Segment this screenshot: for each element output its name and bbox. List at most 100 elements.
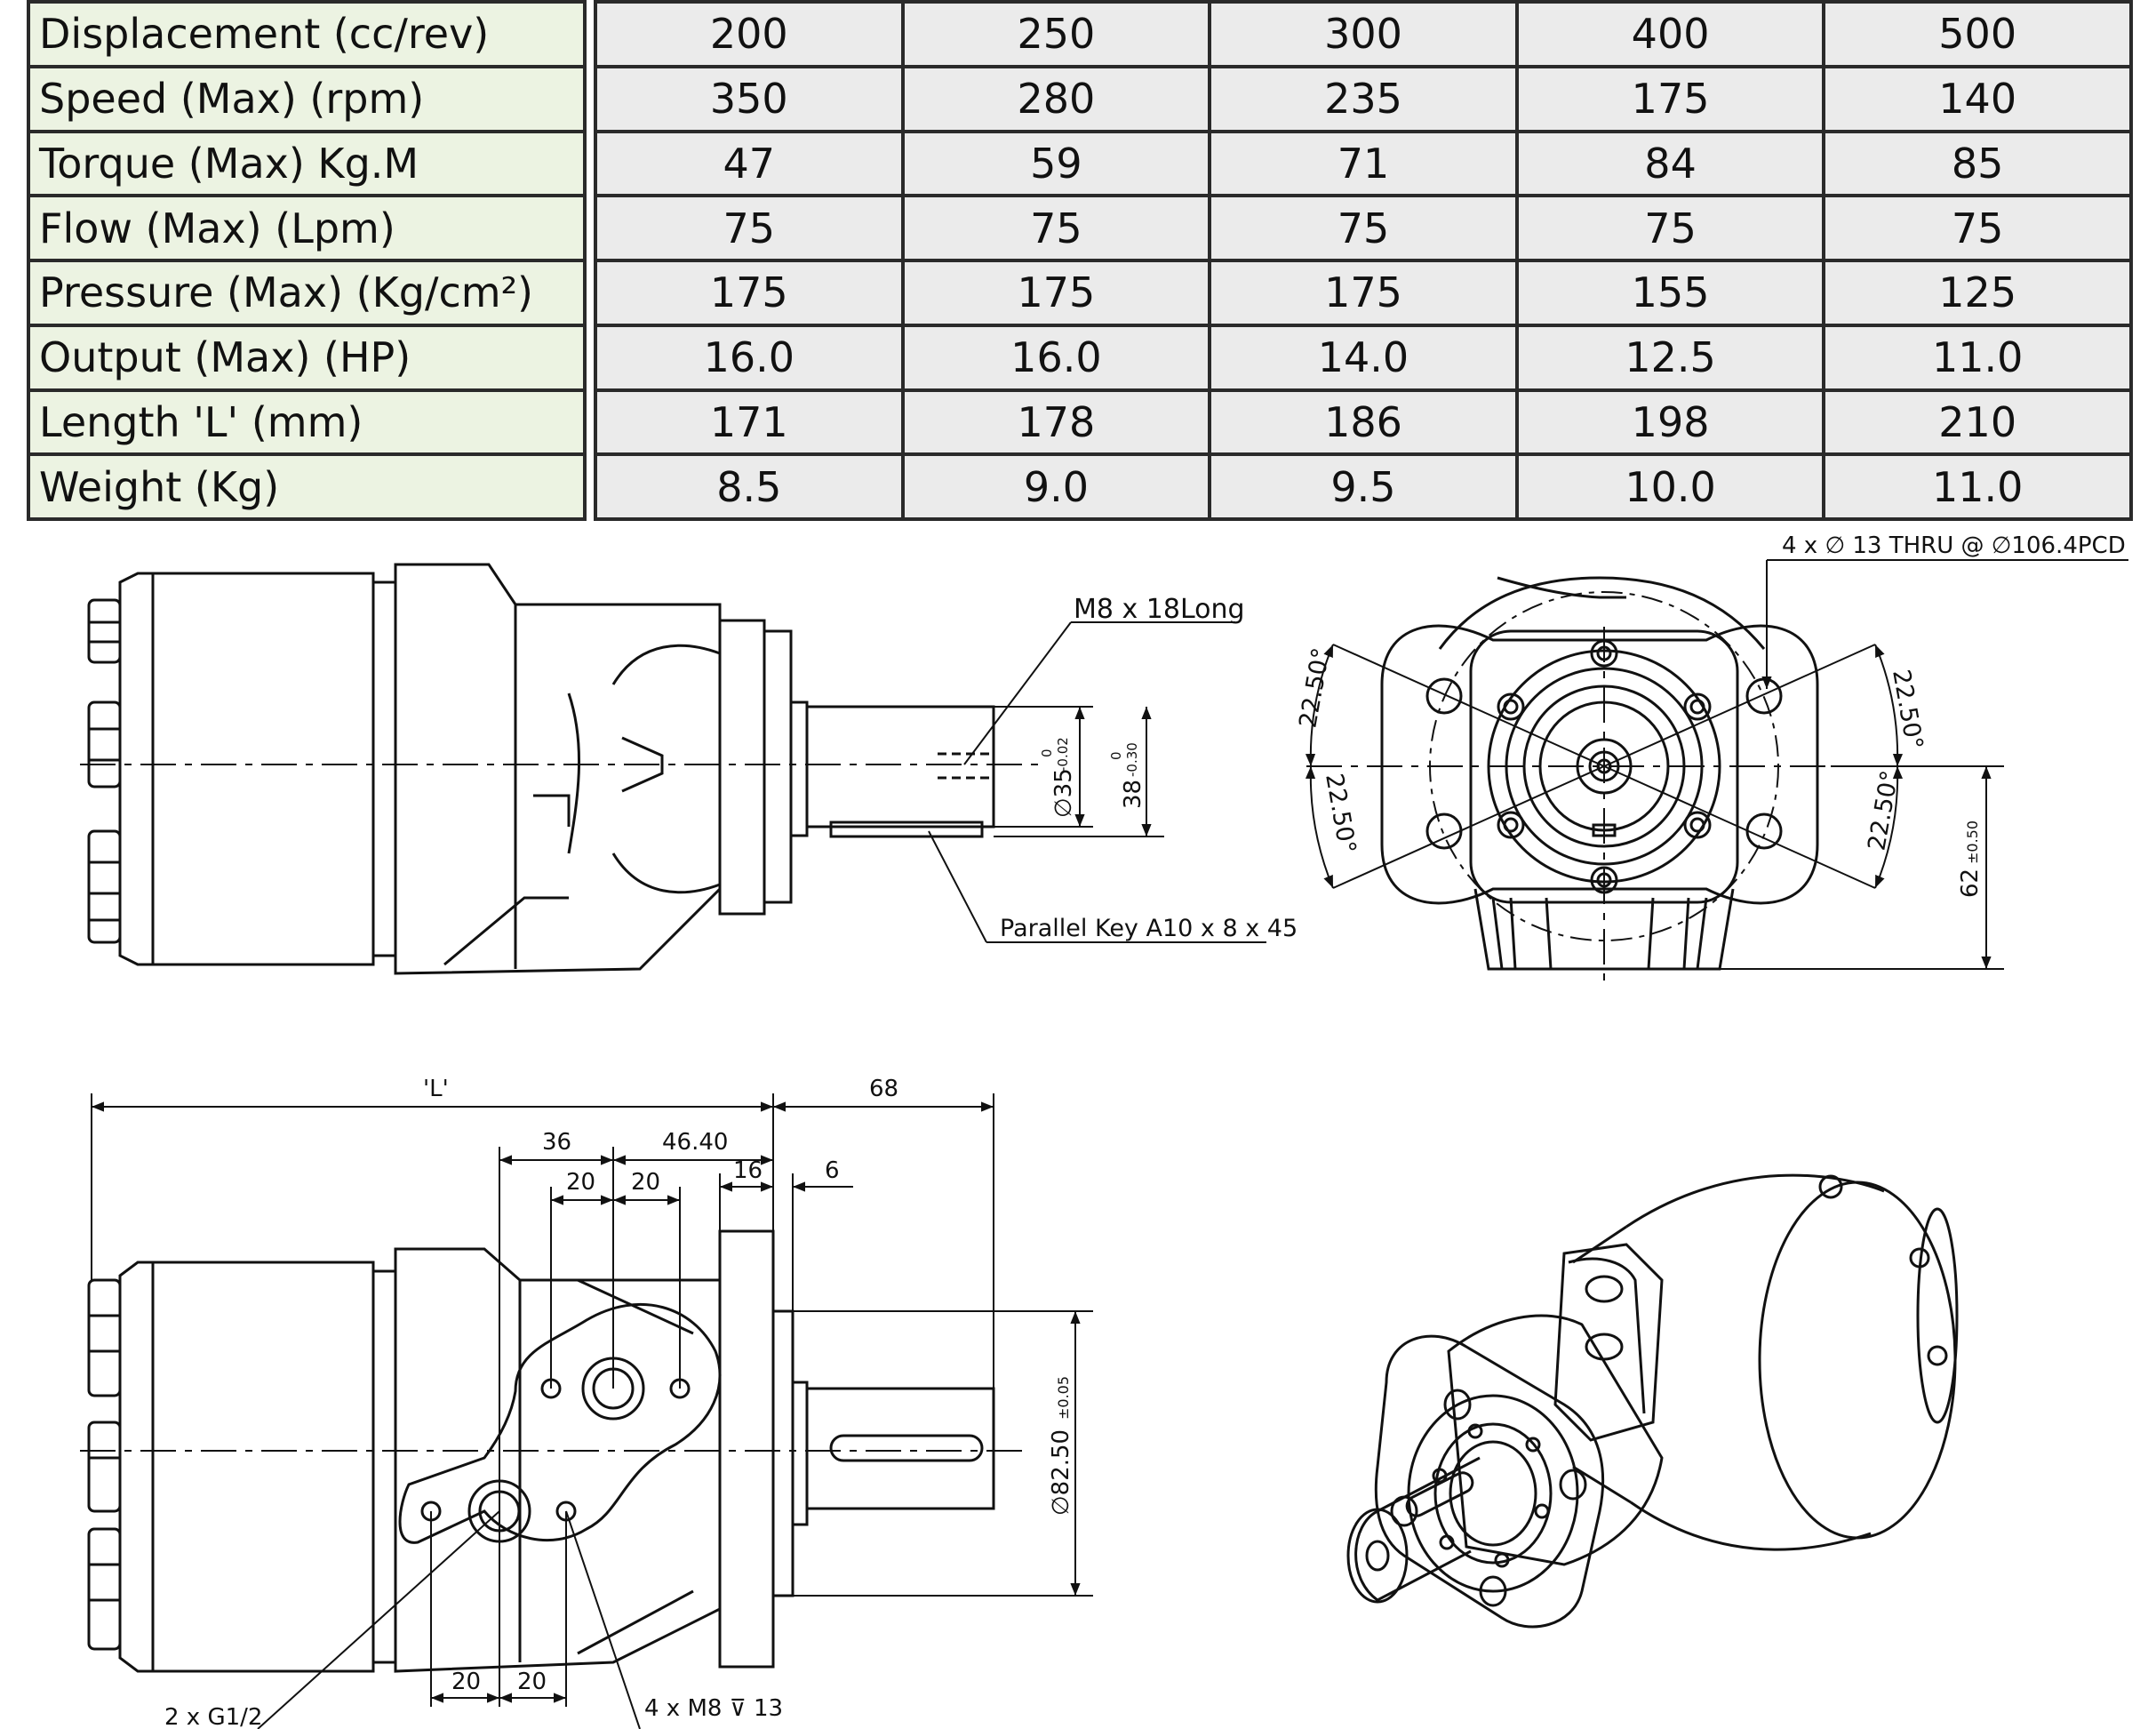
spec-cell: 400 [1514,0,1826,68]
spec-cell: 210 [1822,388,2133,457]
dim-20-a: 20 [566,1169,595,1196]
spec-cell: 75 [900,194,1212,262]
spec-cell: 85 [1822,129,2133,198]
dim-20-b: 20 [631,1169,660,1196]
spec-cell: 75 [1208,194,1519,262]
spec-cell: 186 [1208,388,1519,457]
spec-cell: 235 [1208,64,1519,133]
spec-cell: 140 [1822,64,2133,133]
svg-text:±0.05: ±0.05 [1055,1376,1072,1420]
spec-row-gap [585,260,595,325]
dim-20-d: 20 [517,1669,547,1695]
hole-note: 4 x ∅ 13 THRU @ ∅106.4PCD [1782,532,2126,559]
top-view [80,1093,1093,1729]
spec-row-label: Weight (Kg) [27,452,587,521]
spec-row-gap [585,2,595,67]
spec-cell: 175 [900,259,1212,327]
svg-text:0: 0 [1039,748,1055,757]
svg-text:38: 38 [1120,780,1146,809]
svg-text:∅82.50: ∅82.50 [1048,1429,1074,1516]
shaft-dia-dim: ∅35 0 -0.02 [1039,737,1077,818]
spec-cell: 75 [1822,194,2133,262]
spec-row-label: Speed (Max) (rpm) [27,64,587,133]
spec-cell: 175 [1208,259,1519,327]
side-view [80,563,1266,975]
svg-text:∅35: ∅35 [1050,768,1077,818]
spec-cell: 125 [1822,259,2133,327]
angle-label-left-top: 22.50° [1294,645,1335,730]
key-note: Parallel Key A10 x 8 x 45 [1000,915,1298,942]
svg-text:±0.50: ±0.50 [1964,820,1981,864]
spec-cell: 12.5 [1514,323,1826,392]
spec-cell: 9.5 [1208,452,1519,521]
spec-row-gap [585,389,595,455]
svg-text:-0.02: -0.02 [1055,737,1071,772]
svg-text:-0.30: -0.30 [1124,742,1140,777]
key-height-dim: 38 0 -0.30 [1108,742,1146,809]
spec-cell: 500 [1822,0,2133,68]
height-dim: 62 ±0.50 [1957,820,1984,898]
spec-row-label: Pressure (Max) (Kg/cm²) [27,259,587,327]
tap-note: 4 x M8 ⊽ 13 [644,1695,783,1722]
spec-cell: 47 [594,129,905,198]
pilot-dia-dim: ∅82.50 ±0.05 [1048,1376,1074,1516]
spec-cell: 178 [900,388,1212,457]
spec-cell: 11.0 [1822,323,2133,392]
spec-row-gap [585,454,595,519]
dim-l: 'L' [423,1076,449,1102]
spec-cell: 171 [594,388,905,457]
thread-note: M8 x 18Long [1074,594,1245,625]
spec-cell: 75 [1514,194,1826,262]
spec-cell: 59 [900,129,1212,198]
spec-cell: 16.0 [900,323,1212,392]
svg-text:0: 0 [1108,751,1124,760]
spec-cell: 9.0 [900,452,1212,521]
dim-20-c: 20 [451,1669,481,1695]
spec-cell: 14.0 [1208,323,1519,392]
spec-cell: 280 [900,64,1212,133]
spec-row-gap [585,66,595,132]
dim-68: 68 [869,1076,898,1102]
spec-cell: 8.5 [594,452,905,521]
spec-cell: 175 [594,259,905,327]
spec-cell: 200 [594,0,905,68]
spec-cell: 175 [1514,64,1826,133]
isometric-view [1346,1173,1959,1629]
dim-16: 16 [733,1157,763,1184]
spec-cell: 84 [1514,129,1826,198]
spec-row-gap [585,196,595,260]
dim-36: 36 [542,1129,571,1156]
port-note: 2 x G1/2 [164,1704,262,1729]
spec-cell: 11.0 [1822,452,2133,521]
spec-row-label: Length 'L' (mm) [27,388,587,457]
spec-row-label: Flow (Max) (Lpm) [27,194,587,262]
spec-cell: 16.0 [594,323,905,392]
spec-cell: 300 [1208,0,1519,68]
spec-row-gap [585,324,595,390]
spec-cell: 198 [1514,388,1826,457]
spec-row-gap [585,131,595,196]
spec-cell: 10.0 [1514,452,1826,521]
dim-6: 6 [825,1157,840,1184]
front-view [1305,559,2128,982]
spec-cell: 155 [1514,259,1826,327]
spec-row-label: Torque (Max) Kg.M [27,129,587,198]
angle-label-right-bottom: 22.50° [1863,768,1904,852]
spec-row-label: Displacement (cc/rev) [27,0,587,68]
spec-cell: 71 [1208,129,1519,198]
spec-row-label: Output (Max) (HP) [27,323,587,392]
dim-46-40: 46.40 [662,1129,728,1156]
spec-cell: 75 [594,194,905,262]
angle-label-left-bottom: 22.50° [1320,772,1361,856]
